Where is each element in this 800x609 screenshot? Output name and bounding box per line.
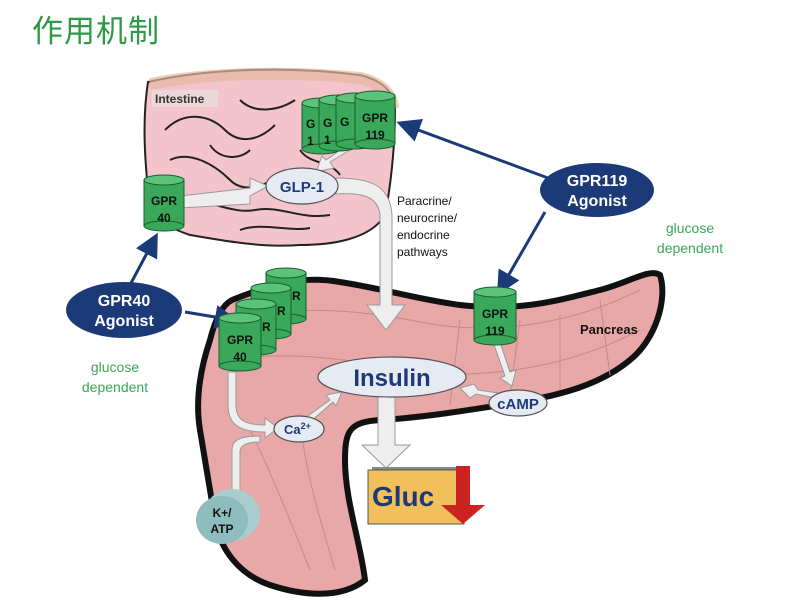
gpr40-glucose-note: glucose dependent [82, 359, 148, 395]
svg-text:R: R [292, 289, 301, 303]
svg-text:GPR: GPR [482, 307, 508, 321]
svg-text:40: 40 [233, 350, 247, 364]
svg-text:R: R [262, 320, 271, 334]
svg-text:G: G [323, 116, 332, 130]
svg-text:GPR119: GPR119 [567, 173, 628, 190]
katp-channel: K+/ ATP [196, 489, 260, 544]
svg-text:endocrine: endocrine [397, 228, 450, 242]
glucose-label: Gluc [372, 481, 434, 512]
svg-text:neurocrine/: neurocrine/ [397, 211, 458, 225]
svg-text:GPR40: GPR40 [98, 293, 151, 310]
agonist-arrows [128, 118, 549, 329]
gpr119-pancreas-receptor: GPR 119 [473, 286, 517, 346]
svg-text:GPR: GPR [362, 111, 388, 125]
arrow-gpr119-to-camp [492, 341, 517, 387]
glp1-node: GLP-1 [265, 167, 339, 205]
gpr119-intestine-receptor-stack: G 1 G 1 G GPR 119 [301, 90, 396, 155]
svg-text:Paracrine/: Paracrine/ [397, 194, 452, 208]
arrow-glp1-to-insulin [335, 177, 407, 331]
down-arrow-icon [441, 466, 485, 524]
page-title: 作用机制 [32, 14, 160, 50]
svg-text:G: G [340, 115, 349, 129]
svg-text:ATP: ATP [210, 522, 233, 536]
gpr40-agonist: GPR40 Agonist [66, 282, 182, 338]
camp-label: cAMP [497, 396, 539, 413]
svg-text:dependent: dependent [657, 240, 723, 256]
arrow-gpr40-agonist-to-intestine [128, 232, 158, 286]
intestine-label: Intestine [155, 92, 205, 106]
gpr119-glucose-note: glucose dependent [657, 220, 723, 256]
arrow-katp-to-calcium [231, 435, 261, 496]
svg-text:glucose: glucose [91, 359, 139, 375]
svg-text:dependent: dependent [82, 379, 148, 395]
gpr119-agonist: GPR119 Agonist [540, 163, 654, 217]
camp-node: cAMP [488, 389, 548, 417]
svg-text:40: 40 [157, 211, 171, 225]
glucose-outcome: Gluc [367, 466, 485, 525]
svg-text:1: 1 [307, 134, 314, 148]
svg-text:glucose: glucose [666, 220, 714, 236]
gpr40-intestine-receptor: GPR 40 [143, 174, 185, 232]
svg-text:119: 119 [365, 128, 385, 142]
insulin-label: Insulin [353, 365, 430, 392]
arrow-gpr40-to-glp1 [179, 177, 270, 209]
flow-arrows [179, 145, 517, 496]
pancreas-label: Pancreas [580, 322, 638, 337]
insulin-node: Insulin [317, 356, 467, 398]
calcium-label: Ca2+ [284, 421, 311, 437]
receptor-cylinder-gpr119-intestine: GPR 119 [354, 90, 396, 150]
receptor-cylinder-gpr40-pancreas: GPR 40 [218, 312, 262, 372]
svg-text:Agonist: Agonist [567, 193, 627, 210]
svg-text:Agonist: Agonist [94, 313, 154, 330]
svg-text:pathways: pathways [397, 245, 448, 259]
arrow-gpr119-agonist-to-pancreas [497, 211, 547, 296]
arrow-gpr119-agonist-to-intestine [396, 118, 549, 180]
svg-text:R: R [277, 304, 286, 318]
svg-text:1: 1 [324, 133, 331, 147]
svg-text:G: G [306, 117, 315, 131]
arrow-gpr40-to-calcium [227, 371, 279, 440]
glp1-label: GLP-1 [280, 179, 324, 196]
pathways-text: Paracrine/ neurocrine/ endocrine pathway… [397, 194, 458, 259]
svg-text:119: 119 [485, 324, 505, 338]
svg-text:GPR: GPR [227, 333, 253, 347]
gpr40-pancreas-receptor-stack: R R R GPR 40 [218, 267, 307, 372]
svg-text:GPR: GPR [151, 194, 177, 208]
arrow-insulin-to-glucose [360, 394, 412, 469]
svg-text:K+/: K+/ [212, 506, 232, 520]
calcium-node: Ca2+ [273, 415, 325, 443]
